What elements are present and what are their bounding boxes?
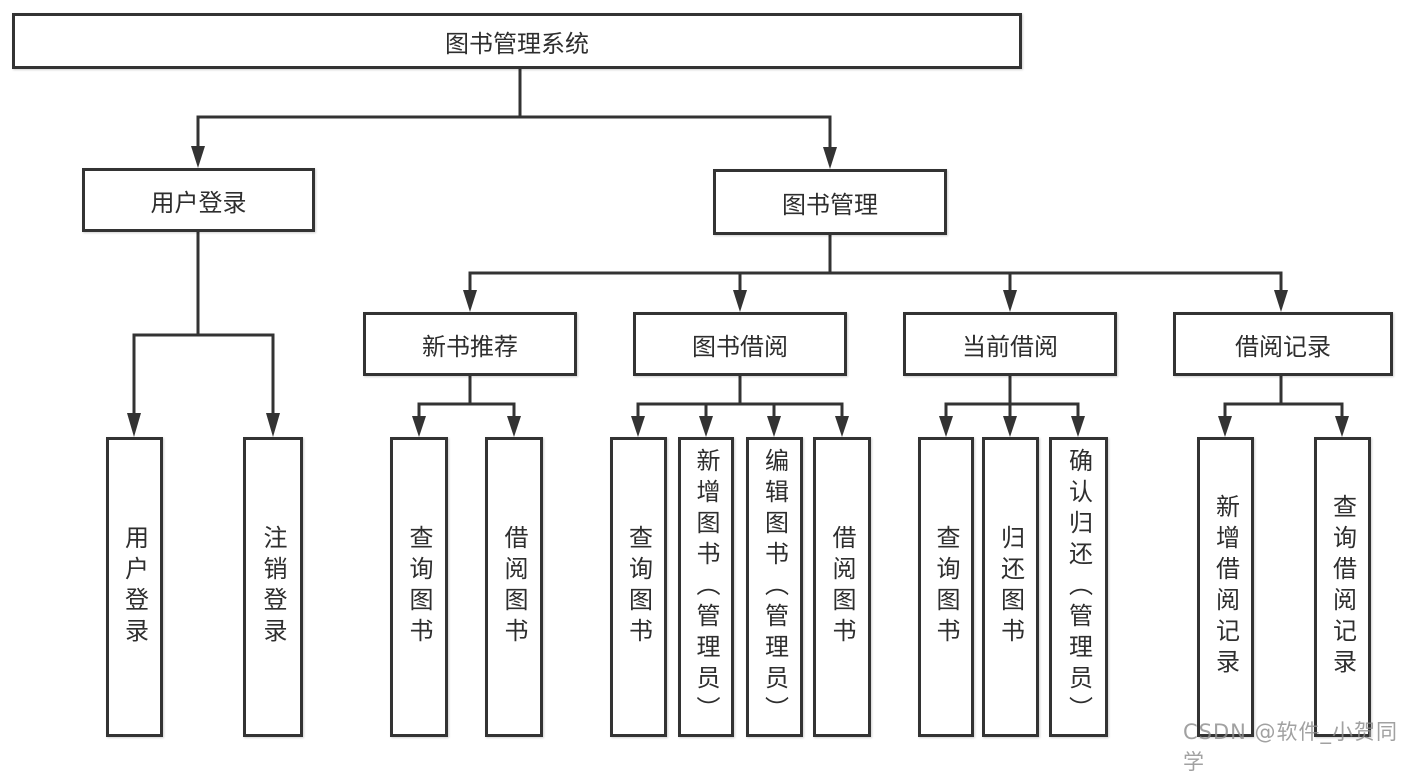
node-leaf-query-book: 查询图书 <box>918 437 974 737</box>
node-leaf-query-book: 查询图书 <box>390 437 448 737</box>
node-label: 新增图书（管理员） <box>692 447 720 727</box>
connector-lines <box>127 67 1349 437</box>
node-borrow-records: 借阅记录 <box>1173 312 1393 376</box>
node-label: 图书管理 <box>782 190 878 219</box>
node-leaf-borrow-book: 借阅图书 <box>813 437 871 737</box>
connector-arrowheads <box>127 146 1349 437</box>
node-leaf-logout: 注销登录 <box>243 437 303 737</box>
node-label: 图书借阅 <box>692 332 788 361</box>
node-label: 借阅图书 <box>500 525 528 649</box>
node-label: 新书推荐 <box>422 332 518 361</box>
node-leaf-add-book-admin: 新增图书（管理员） <box>678 437 734 737</box>
node-leaf-query-borrow-record: 查询借阅记录 <box>1314 437 1371 737</box>
node-leaf-edit-book-admin: 编辑图书（管理员） <box>746 437 803 737</box>
node-leaf-return-book: 归还图书 <box>982 437 1039 737</box>
node-label: 用户登录 <box>120 525 149 649</box>
node-label: 查询图书 <box>405 525 433 649</box>
node-label: 归还图书 <box>996 525 1025 649</box>
node-label: 注销登录 <box>259 525 287 649</box>
node-current-borrow: 当前借阅 <box>903 312 1117 376</box>
node-label: 编辑图书（管理员） <box>760 447 789 727</box>
node-label: 用户登录 <box>150 188 247 217</box>
node-leaf-user-login: 用户登录 <box>106 437 163 737</box>
diagram-canvas: 图书管理系统 用户登录 图书管理 新书推荐 图书借阅 当前借阅 借阅记录 用户登… <box>12 13 1398 774</box>
node-label: 当前借阅 <box>962 332 1058 361</box>
node-label: 借阅图书 <box>828 525 856 649</box>
node-user-login: 用户登录 <box>82 168 315 232</box>
node-label: 确认归还（管理员） <box>1064 447 1093 727</box>
node-label: 图书管理系统 <box>445 29 589 58</box>
node-leaf-borrow-book: 借阅图书 <box>485 437 543 737</box>
node-label: 查询图书 <box>624 525 653 649</box>
node-label: 查询图书 <box>932 525 960 649</box>
watermark: CSDN @软件_小贺同学 <box>1183 720 1399 774</box>
node-leaf-confirm-return-admin: 确认归还（管理员） <box>1049 437 1108 737</box>
node-book-management: 图书管理 <box>713 169 947 235</box>
node-leaf-add-borrow-record: 新增借阅记录 <box>1197 437 1254 737</box>
node-new-book-recommend: 新书推荐 <box>363 312 577 376</box>
node-label: 借阅记录 <box>1235 332 1331 361</box>
connector-shafts <box>132 67 1344 418</box>
node-root: 图书管理系统 <box>12 13 1022 69</box>
node-leaf-query-book: 查询图书 <box>610 437 667 737</box>
node-book-borrow: 图书借阅 <box>633 312 847 376</box>
node-label: 新增借阅记录 <box>1211 494 1240 680</box>
node-label: 查询借阅记录 <box>1328 494 1357 680</box>
